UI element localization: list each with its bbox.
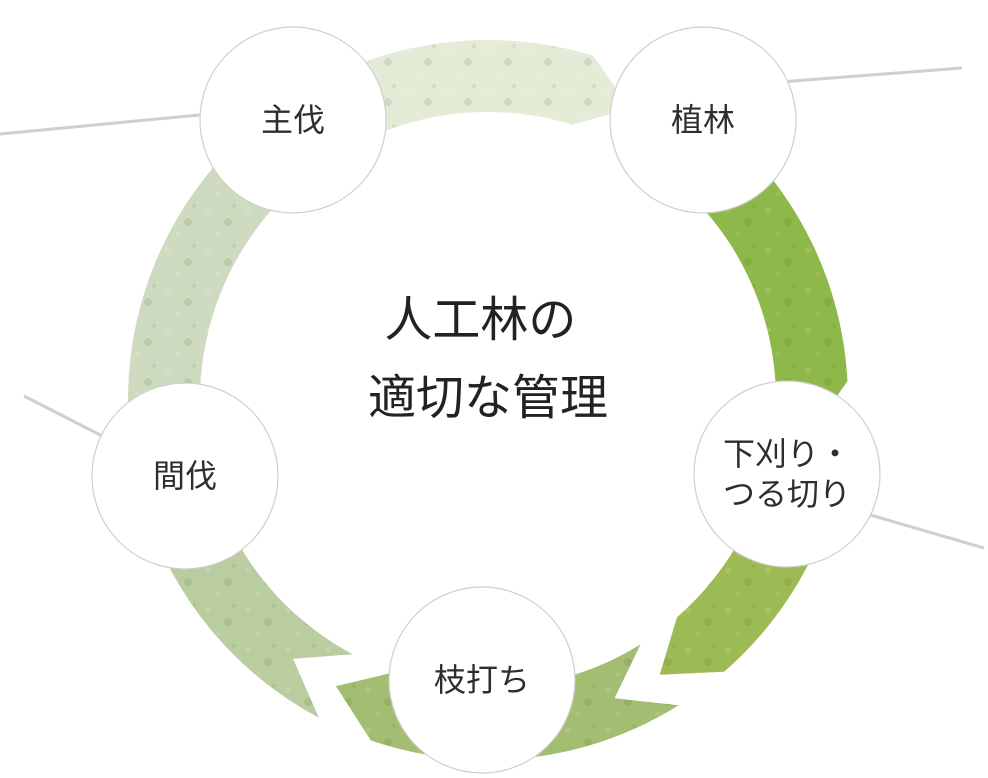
stage-label-line: つる切り xyxy=(723,475,851,513)
connector-line-top-right xyxy=(779,66,963,84)
stage-node-shokurin: 植林 xyxy=(609,26,797,214)
stage-node-shitagari: 下刈り・つる切り xyxy=(693,380,881,568)
center-title-line-2: 適切な管理 xyxy=(368,370,608,426)
center-title-line-1: 人工林の xyxy=(384,292,576,348)
stage-label: 植林 xyxy=(671,101,735,139)
stage-circle xyxy=(388,586,576,774)
center-title: 人工林の 適切な管理 xyxy=(368,292,608,426)
stage-label-line: 主伐 xyxy=(261,101,325,139)
stage-label: 主伐 xyxy=(261,101,325,139)
stage-circle xyxy=(91,382,279,570)
connector-lines xyxy=(0,66,985,550)
stage-label: 下刈り・つる切り xyxy=(723,435,851,513)
stage-node-edauchi: 枝打ち xyxy=(388,586,576,774)
stage-label: 枝打ち xyxy=(434,661,530,699)
stage-label-line: 枝打ち xyxy=(434,661,530,699)
cycle-arrow-texture xyxy=(127,144,289,451)
stage-label: 間伐 xyxy=(153,457,217,495)
stage-label-line: 間伐 xyxy=(153,457,217,495)
stage-node-shubatsu: 主伐 xyxy=(199,26,387,214)
stage-node-kanbatsu: 間伐 xyxy=(91,382,279,570)
connector-line-left xyxy=(23,394,111,442)
stage-label-line: 植林 xyxy=(671,101,735,139)
stage-circle xyxy=(609,26,797,214)
stage-circle xyxy=(693,380,881,568)
connector-line-right xyxy=(859,510,985,550)
connector-line-top-left xyxy=(0,112,211,136)
stage-label-line: 下刈り・ xyxy=(723,435,851,473)
stage-circle xyxy=(199,26,387,214)
